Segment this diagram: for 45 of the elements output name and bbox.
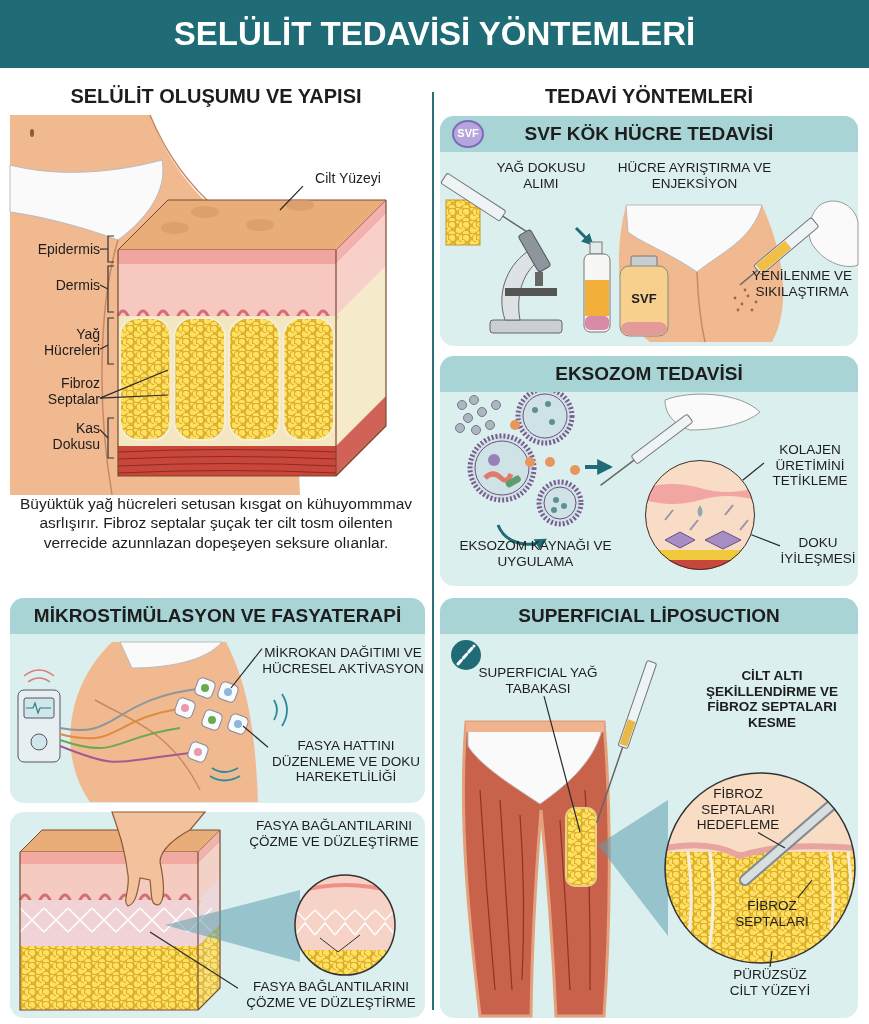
leader-line (750, 534, 781, 547)
layer-label: Epidermis (14, 241, 100, 258)
leader-line (99, 248, 109, 250)
callout-label: CİLT ALTI ŞEKİLLENDİRME VE FİBROZ SEPTALARI KESME (688, 668, 856, 731)
leader-line (769, 950, 773, 968)
leader-line (279, 185, 304, 211)
callout-label: YENİLENME VE SIKILAŞTIRMA (748, 268, 856, 300)
leader-line (757, 831, 786, 849)
callout-label: FASYA HATTINI DÜZENLEME VE DOKU HAREKETLİLİĞİ (268, 738, 424, 785)
panel-heading: SUPERFICIAL LİPOSUCTION (440, 598, 858, 634)
leader-line (242, 725, 269, 748)
vial-label: SVF (630, 291, 658, 308)
callout-label: FASYA BAĞLANTILARINI ÇÖZME VE DÜZLEŞTİRME (244, 818, 424, 850)
panel-heading: EKSOZOM TEDAVİSİ (440, 356, 858, 392)
leader-line (797, 879, 813, 899)
layer-label: Fibroz Septalar (30, 375, 100, 408)
callout-label: FİBROZ SEPTALARI HEDEFLEME (688, 786, 788, 833)
leader-line (742, 462, 765, 481)
callout-label: PÜRÜZSÜZ CİLT YÜZEYİ (718, 967, 822, 999)
callout-label: FASYA BAĞLANTILARINI ÇÖZME VE DÜZLEŞTİRME (238, 979, 424, 1011)
callout-label: KOLAJEN ÜRETİMİNİ TETİKLEME (764, 442, 856, 489)
layer-label: Yağ Hücreleri (30, 326, 100, 359)
leader-line (230, 648, 263, 689)
leader-line (99, 394, 169, 399)
callout-label: YAĞ DOKUSU ALIMI (482, 160, 600, 192)
layer-label: Dermis (14, 277, 100, 294)
callout-label: HÜCRE AYRIŞTIRMA VE ENJEKSİYON (612, 160, 777, 192)
leader-line (99, 284, 109, 290)
page-title: SELÜLİT TEDAVİSİ YÖNTEMLERİ (0, 0, 869, 68)
layer-label: Kas Dokusu (30, 420, 100, 453)
leader-line (99, 344, 109, 350)
section-heading: SELÜLİT OLUŞUMU VE YAPISI (69, 84, 363, 109)
leader-line (99, 429, 109, 439)
callout-label: DOKU İYİLEŞMESİ (780, 535, 856, 567)
description-paragraph: Büyüktük yağ hücreleri setusan kısgat on kühuyommmav asrlışırır. Fibroz septalar şuçak ter cilt tosm oilenten verrecide azunnlazan dopeşeyen seksure olıanlar. (19, 494, 413, 553)
section-heading: TEDAVİ YÖNTEMLERİ (543, 84, 755, 109)
panel-heading: MİKROSTİMÜLASYON VE FASYATERAPİ (10, 598, 425, 634)
callout-label: FİBROZ SEPTALARI (726, 898, 818, 930)
leader-line (149, 931, 239, 989)
callout-label: SUPERFICIAL YAĞ TABAKASI (478, 665, 598, 697)
callout-label: MİKROKAN DAĞITIMI VE HÜCRESEL AKTİVASYON (262, 645, 424, 677)
leader-line (99, 369, 169, 399)
layer-label: Cilt Yüzeyi (298, 170, 398, 187)
callout-label: EKSOZOM KAYNAĞI VE UYGULAMA (448, 538, 623, 570)
leader-line (543, 695, 581, 833)
